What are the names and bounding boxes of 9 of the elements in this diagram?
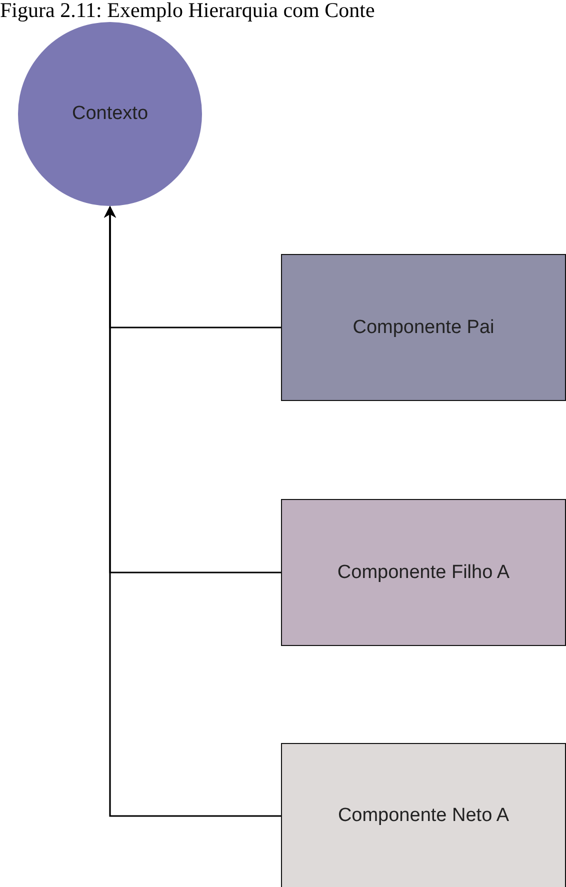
component-box	[281, 743, 566, 887]
component-box	[281, 254, 566, 401]
node-label: Componente Pai	[352, 316, 494, 338]
node-label: Componente Neto A	[338, 805, 510, 827]
node-label: Componente Filho A	[337, 562, 510, 584]
connector-arrow	[104, 206, 281, 817]
node-label: Contexto	[72, 103, 148, 125]
component-box	[281, 499, 566, 646]
figure-title: Figura 2.11: Exemplo Hierarquia com Conte	[0, 0, 375, 20]
